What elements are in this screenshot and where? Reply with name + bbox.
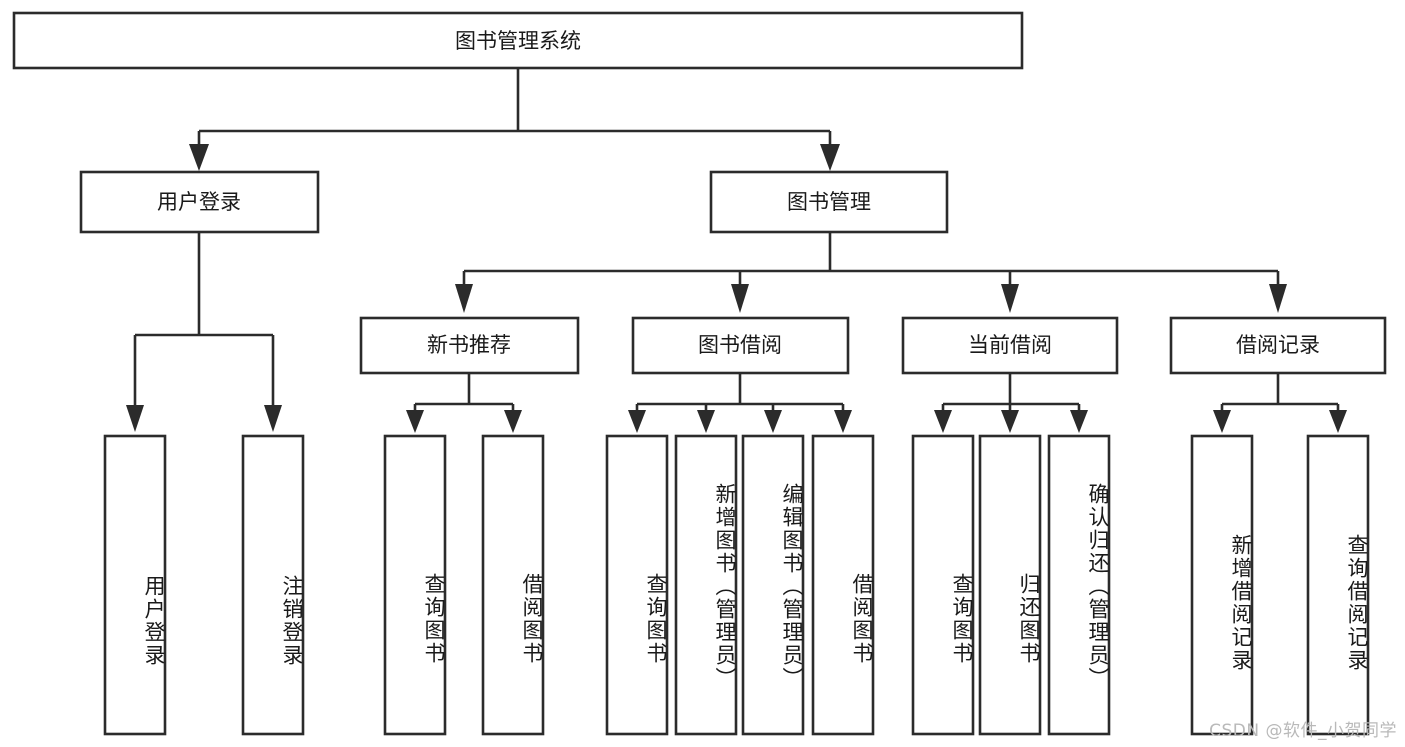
node-box-leaf-confirm-return[interactable] (1047, 434, 1111, 736)
node-box-leaf-query-record[interactable] (1306, 434, 1370, 736)
node-box-leaf-add-book[interactable] (674, 434, 738, 736)
arrow-root-to-book-mgmt (820, 144, 840, 171)
arrow-root-to-user-login (189, 144, 209, 171)
arrow-current-to-leaf2 (1001, 410, 1019, 433)
node-label-user-login: 用户登录 (157, 190, 241, 214)
node-box-current-borrow[interactable] (901, 316, 1119, 375)
arrow-userlogin-to-leaf1 (126, 405, 144, 432)
arrow-newbooks-to-leaf1 (406, 410, 424, 433)
node-box-user-login[interactable] (79, 170, 320, 234)
node-box-leaf-query-book-1[interactable] (383, 434, 447, 736)
node-label-book-borrow: 图书借阅 (698, 333, 782, 357)
arrow-bookmgmt-to-borrow (731, 284, 749, 313)
connector-group-records (1213, 373, 1347, 433)
connector-group-current (934, 373, 1088, 433)
arrow-borrow-to-leaf2 (697, 410, 715, 433)
node-box-borrow-records[interactable] (1169, 316, 1387, 375)
node-box-leaf-logout[interactable] (241, 434, 305, 736)
node-box-leaf-add-record[interactable] (1190, 434, 1254, 736)
node-box-leaf-borrow-book-1[interactable] (481, 434, 545, 736)
arrow-newbooks-to-leaf2 (504, 410, 522, 433)
node-box-leaf-edit-book[interactable] (741, 434, 805, 736)
node-box-leaf-user-login[interactable] (103, 434, 167, 736)
node-label-current-borrow: 当前借阅 (968, 333, 1052, 357)
node-label-book-management: 图书管理 (787, 190, 871, 214)
node-box-leaf-query-book-3[interactable] (911, 434, 975, 736)
connector-group-borrow (628, 373, 852, 433)
arrow-borrow-to-leaf4 (834, 410, 852, 433)
arrow-borrow-to-leaf1 (628, 410, 646, 433)
node-label-borrow-records: 借阅记录 (1236, 333, 1320, 357)
node-box-root[interactable] (12, 11, 1024, 70)
watermark: CSDN @软件_小贺同学 (1209, 721, 1397, 741)
arrow-records-to-leaf2 (1329, 410, 1347, 433)
arrow-current-to-leaf3 (1070, 410, 1088, 433)
connector-group-new-books (406, 373, 522, 433)
arrow-bookmgmt-to-new-books (455, 284, 473, 313)
arrow-bookmgmt-to-current (1001, 284, 1019, 313)
arrow-bookmgmt-to-records (1269, 284, 1287, 313)
node-box-book-management[interactable] (709, 170, 949, 234)
node-label-new-book-recommend: 新书推荐 (427, 333, 511, 357)
connector-group-root (189, 68, 840, 171)
node-box-book-borrow[interactable] (631, 316, 850, 375)
node-label-root: 图书管理系统 (455, 29, 581, 53)
connector-group-book-mgmt (455, 232, 1287, 313)
arrow-borrow-to-leaf3 (764, 410, 782, 433)
arrow-current-to-leaf1 (934, 410, 952, 433)
node-box-leaf-return-book[interactable] (978, 434, 1042, 736)
node-box-new-book-recommend[interactable] (359, 316, 580, 375)
arrow-records-to-leaf1 (1213, 410, 1231, 433)
node-box-leaf-borrow-book-2[interactable] (811, 434, 875, 736)
arrow-userlogin-to-leaf2 (264, 405, 282, 432)
connector-group-user-login (126, 232, 282, 432)
node-box-leaf-query-book-2[interactable] (605, 434, 669, 736)
